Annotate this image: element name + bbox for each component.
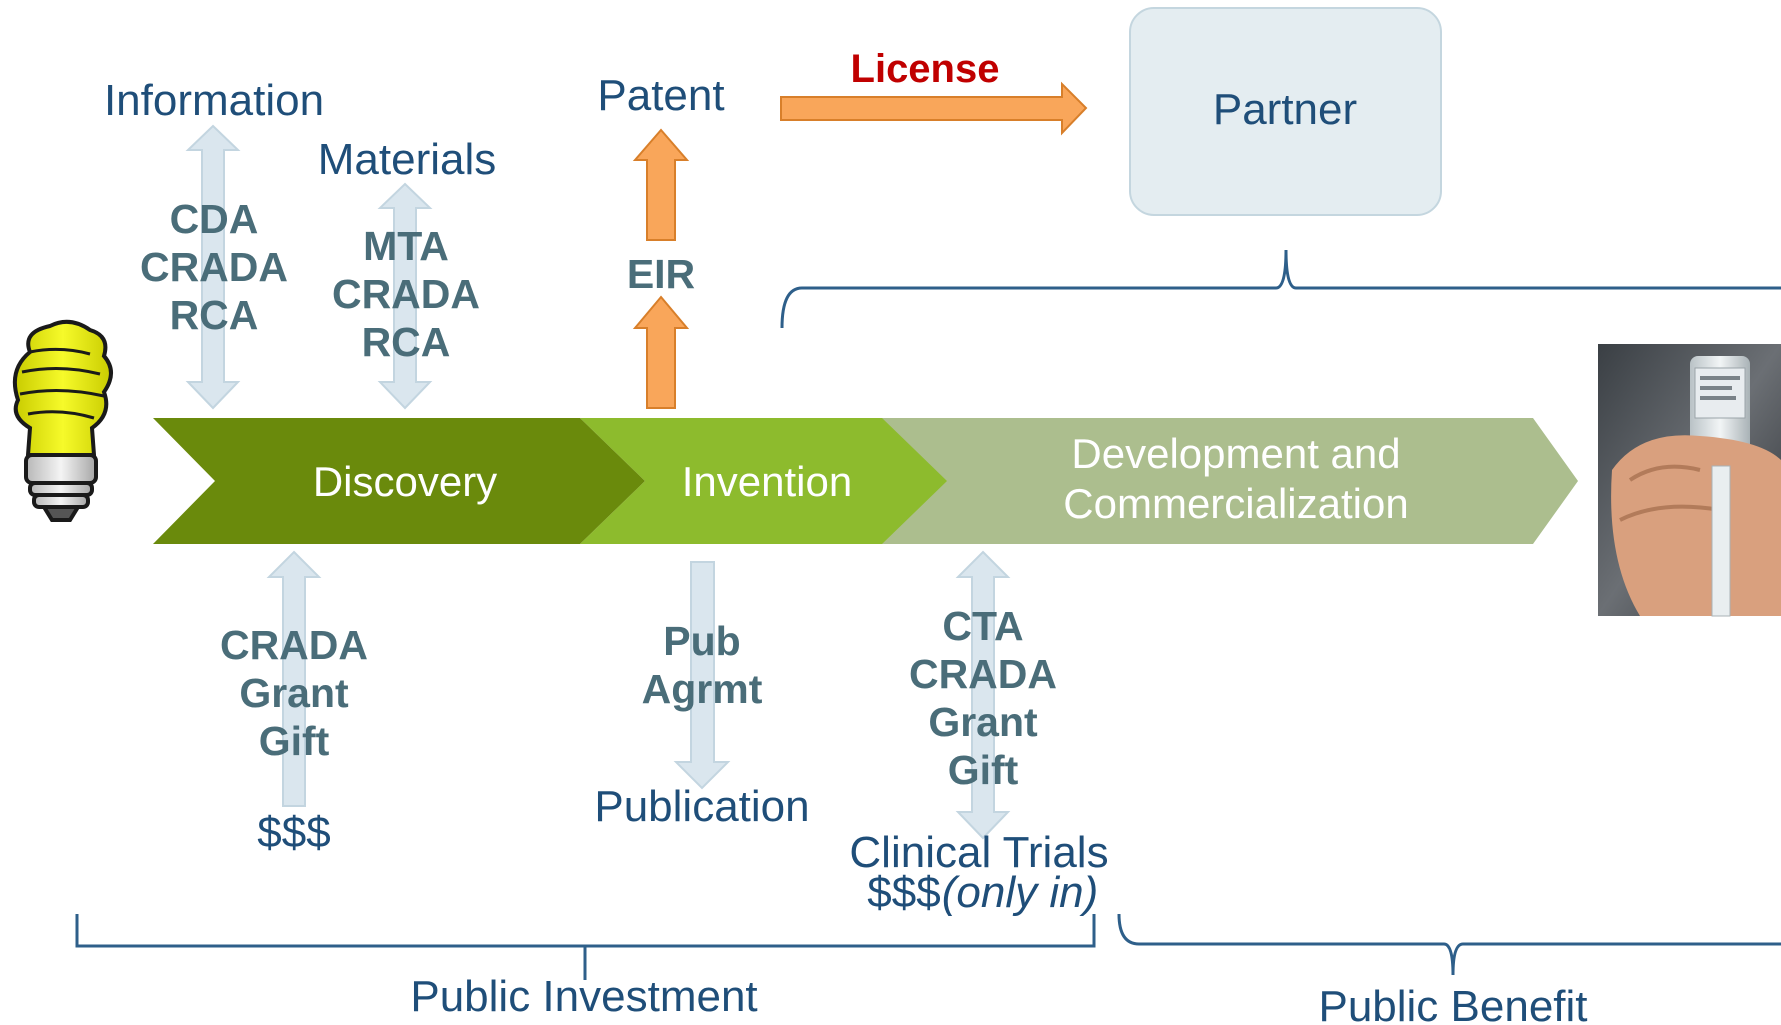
development-chevron <box>880 418 1578 544</box>
info-agreement-crada: CRADA <box>140 244 288 290</box>
patent-label: Patent <box>597 71 724 120</box>
discovery-label: Discovery <box>313 458 497 505</box>
info-agreement-rca: RCA <box>170 292 259 338</box>
public-benefit-bracket <box>1117 913 1781 976</box>
pub-agreement-pub: Pub <box>663 618 740 664</box>
materials-agreement-crada: CRADA <box>332 271 480 317</box>
clinical-trials-label: Clinical Trials <box>849 828 1108 877</box>
discovery-money-label: $$$ <box>257 808 330 857</box>
public-investment-label: Public Investment <box>410 972 757 1021</box>
invention-chevron <box>580 418 947 544</box>
clinical-money-note: (only in) <box>942 868 1099 917</box>
partner-bracket <box>780 249 1781 329</box>
invention-label: Invention <box>682 458 852 505</box>
lightbulb-icon <box>13 319 113 522</box>
discovery-funding-arrow <box>266 550 322 807</box>
clinical-money-label: $$$ <box>867 868 940 917</box>
eir-up-arrow <box>632 295 690 409</box>
license-arrow <box>780 81 1088 136</box>
development-label-line2: Commercialization <box>1063 480 1408 527</box>
license-label: License <box>851 47 1000 91</box>
materials-label: Materials <box>318 135 497 184</box>
info-agreement-cda: CDA <box>170 196 259 242</box>
discovery-agreement-gift: Gift <box>259 718 330 764</box>
discovery-agreement-grant: Grant <box>239 670 349 716</box>
patent-up-arrow <box>632 128 690 241</box>
clinical-agreement-gift: Gift <box>948 747 1019 793</box>
information-double-arrow <box>185 124 241 410</box>
public-benefit-label: Public Benefit <box>1318 982 1587 1025</box>
pub-agreement-agrmt: Agrmt <box>642 666 763 712</box>
information-label: Information <box>104 76 324 125</box>
development-label-line1: Development and <box>1071 430 1400 477</box>
publication-down-arrow <box>673 561 731 790</box>
discovery-chevron <box>153 418 645 544</box>
vaccine-syringe-photo <box>1598 344 1781 617</box>
clinical-double-arrow <box>955 550 1011 840</box>
materials-agreement-rca: RCA <box>362 319 451 365</box>
partner-box <box>1129 7 1442 216</box>
materials-agreement-mta: MTA <box>363 223 449 269</box>
eir-label: EIR <box>627 251 695 297</box>
discovery-agreement-crada: CRADA <box>220 622 368 668</box>
publication-label: Publication <box>594 782 809 831</box>
clinical-agreement-crada: CRADA <box>909 651 1057 697</box>
materials-double-arrow <box>377 182 433 410</box>
clinical-agreement-cta: CTA <box>942 603 1023 649</box>
public-investment-bracket <box>75 914 1096 980</box>
partner-label: Partner <box>1213 85 1357 134</box>
clinical-agreement-grant: Grant <box>928 699 1038 745</box>
